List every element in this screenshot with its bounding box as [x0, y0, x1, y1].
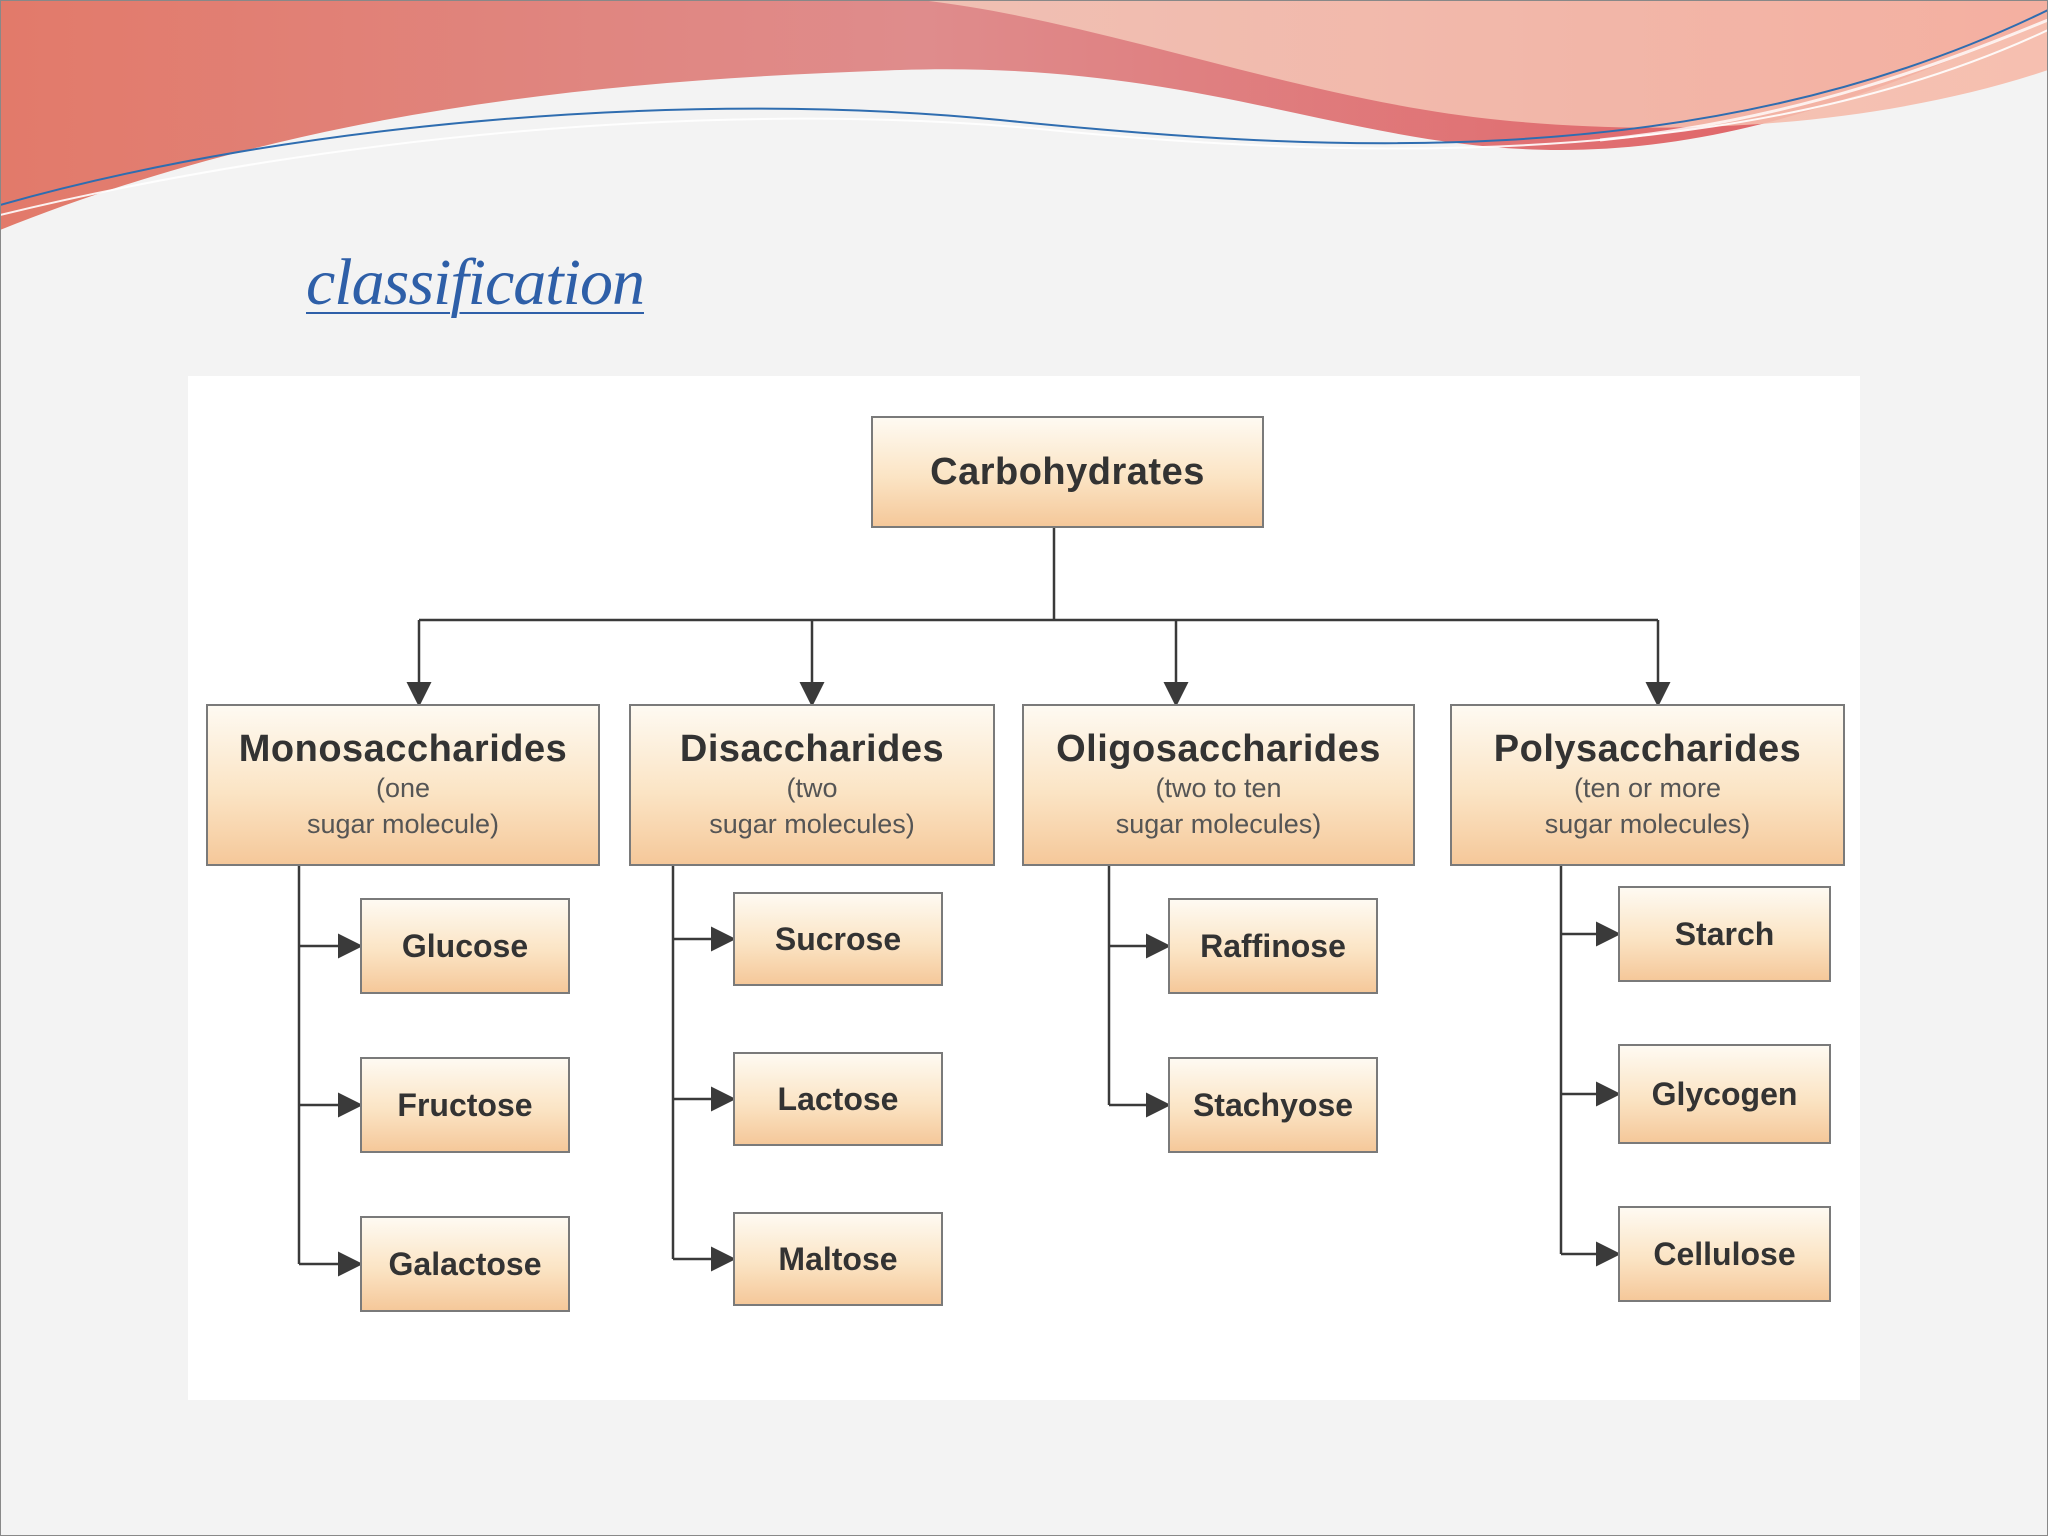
leaf-cellulose: Cellulose: [1618, 1206, 1831, 1302]
leaf-glucose: Glucose: [360, 898, 570, 994]
category-title: Monosaccharides: [238, 728, 568, 770]
connector-lines: [297, 528, 1671, 1277]
diagram-panel: Carbohydrates Monosaccharides (one sugar…: [188, 376, 1860, 1400]
leaf-label: Stachyose: [1192, 1086, 1354, 1123]
leaf-glycogen: Glycogen: [1618, 1044, 1831, 1144]
category-subtitle: sugar molecules): [709, 809, 915, 839]
category-disaccharides: Disaccharides (two sugar molecules): [629, 704, 995, 866]
leaf-sucrose: Sucrose: [733, 892, 943, 986]
root-label: Carbohydrates: [930, 450, 1205, 493]
leaf-label: Raffinose: [1200, 927, 1346, 964]
leaf-label: Cellulose: [1653, 1235, 1796, 1272]
category-subtitle: (one: [375, 773, 431, 803]
leaf-fructose: Fructose: [360, 1057, 570, 1153]
leaf-label: Galactose: [388, 1245, 542, 1282]
category-subtitle: (ten or more: [1573, 773, 1722, 803]
leaf-label: Starch: [1674, 915, 1775, 952]
leaf-label: Sucrose: [774, 920, 902, 957]
category-title: Polysaccharides: [1493, 728, 1802, 770]
category-oligosaccharides: Oligosaccharides (two to ten sugar molec…: [1022, 704, 1415, 866]
category-subtitle: sugar molecule): [306, 809, 500, 839]
leaf-stachyose: Stachyose: [1168, 1057, 1378, 1153]
leaf-label: Glucose: [401, 927, 529, 964]
leaf-label: Fructose: [397, 1086, 533, 1123]
category-title: Disaccharides: [679, 728, 945, 770]
category-monosaccharides: Monosaccharides (one sugar molecule): [206, 704, 600, 866]
category-subtitle: (two: [786, 773, 838, 803]
leaf-label: Lactose: [777, 1080, 899, 1117]
leaf-label: Glycogen: [1651, 1075, 1798, 1112]
decorative-banner: [0, 0, 2048, 230]
category-subtitle: (two to ten: [1155, 773, 1282, 803]
leaf-maltose: Maltose: [733, 1212, 943, 1306]
leaf-raffinose: Raffinose: [1168, 898, 1378, 994]
category-title: Oligosaccharides: [1056, 728, 1381, 770]
root-node: Carbohydrates: [871, 416, 1264, 528]
category-subtitle: sugar molecules): [1115, 809, 1322, 839]
leaf-galactose: Galactose: [360, 1216, 570, 1312]
leaf-label: Maltose: [778, 1240, 898, 1277]
slide-title: classification: [306, 246, 645, 319]
leaf-starch: Starch: [1618, 886, 1831, 982]
category-subtitle: sugar molecules): [1544, 809, 1751, 839]
leaf-lactose: Lactose: [733, 1052, 943, 1146]
category-polysaccharides: Polysaccharides (ten or more sugar molec…: [1450, 704, 1845, 866]
